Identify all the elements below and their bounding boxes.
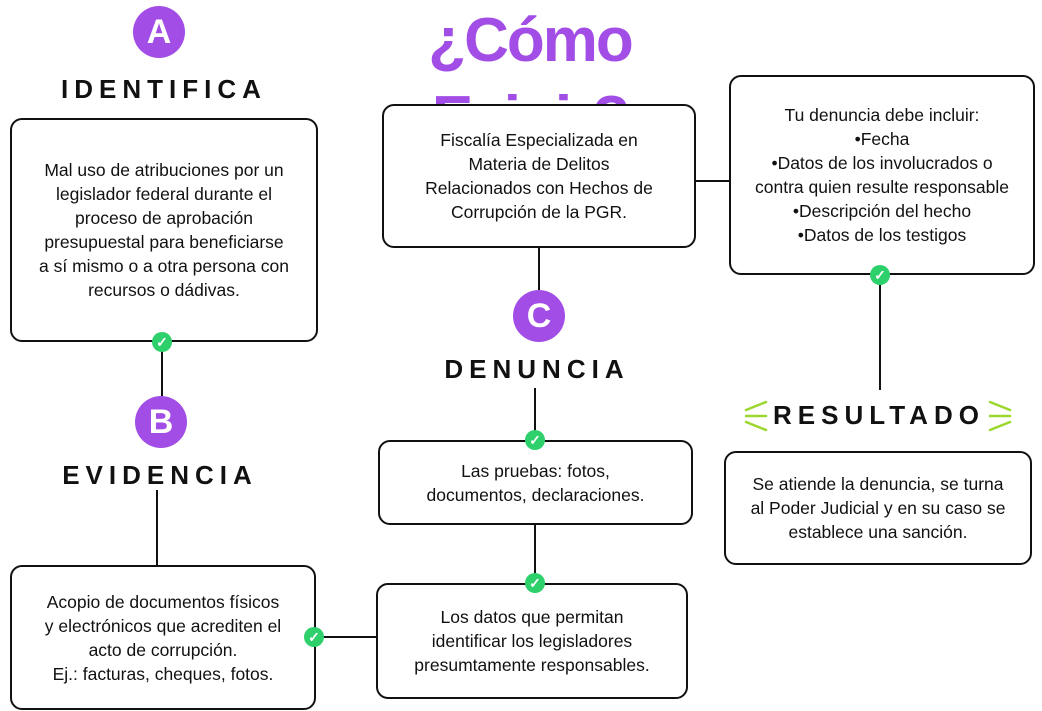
step-b-box: Acopio de documentos físicos y electróni… <box>10 565 316 710</box>
step-c-badge: C <box>513 290 565 342</box>
outcome-text: Se atiende la denuncia, se turna al Pode… <box>750 474 1006 542</box>
result-label: RESULTADO <box>773 400 985 430</box>
agency-text: Fiscalía Especializada en Materia de Del… <box>425 130 653 222</box>
step-c-label: DENUNCIA <box>444 354 630 384</box>
step-a-box: Mal uso de atribuciones por un legislado… <box>10 118 318 342</box>
step-b-badge: B <box>135 396 187 448</box>
agency-box: Fiscalía Especializada en Materia de Del… <box>382 104 696 248</box>
page-title: ¿Cómo Exigir? <box>428 6 634 153</box>
sparkle-left-icon <box>744 400 768 432</box>
step-b-text: Acopio de documentos físicos y electróni… <box>44 591 282 684</box>
sparkle-right-icon <box>988 400 1012 432</box>
step-a-text: Mal uso de atribuciones por un legislado… <box>39 160 289 300</box>
check-icon: ✓ <box>525 573 545 593</box>
requirements-text: Tu denuncia debe incluir: •Fecha •Datos … <box>755 105 1009 245</box>
check-icon: ✓ <box>870 265 890 285</box>
evidence-types-text: Las pruebas: fotos, documentos, declarac… <box>426 460 645 505</box>
identification-data-text: Los datos que permitan identificar los l… <box>414 607 650 675</box>
outcome-box: Se atiende la denuncia, se turna al Pode… <box>724 451 1032 565</box>
requirements-box: Tu denuncia debe incluir: •Fecha •Datos … <box>729 75 1035 275</box>
check-icon: ✓ <box>304 627 324 647</box>
step-a-badge: A <box>133 6 185 58</box>
identification-data-box: Los datos que permitan identificar los l… <box>376 583 688 699</box>
check-icon: ✓ <box>525 430 545 450</box>
step-b-label: EVIDENCIA <box>62 460 258 490</box>
evidence-types-box: Las pruebas: fotos, documentos, declarac… <box>378 440 693 525</box>
check-icon: ✓ <box>152 332 172 352</box>
step-a-label: IDENTIFICA <box>61 74 267 104</box>
